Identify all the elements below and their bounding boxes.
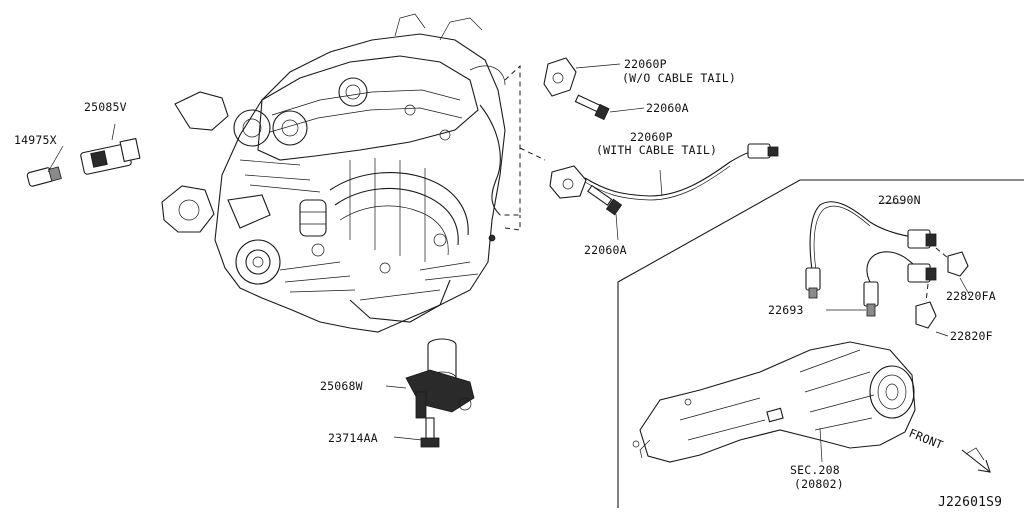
- leader-dash-top: [500, 64, 521, 216]
- bolt-23714aa: [393, 417, 440, 448]
- leader-dash-mid: [519, 147, 546, 161]
- cam-sensor-22060p-top: [543, 57, 621, 97]
- label-25068w: 25068W: [320, 379, 363, 393]
- label-23714aa: 23714AA: [328, 431, 378, 445]
- o2-sensor-22693: [826, 251, 937, 317]
- detail-frame: [617, 179, 1024, 508]
- part-14975x: [26, 145, 64, 187]
- cam-sensor-22060p-mid: [549, 143, 779, 201]
- label-22693: 22693: [768, 303, 804, 317]
- leader-dash-low: [504, 215, 521, 231]
- label-with-cable-tail: (WITH CABLE TAIL): [596, 143, 717, 157]
- label-22820f: 22820F: [950, 329, 993, 343]
- diagram-id: J22601S9: [938, 495, 1002, 510]
- label-14975x: 14975X: [14, 133, 57, 147]
- clip-22820f: [915, 283, 949, 337]
- clip-22820fa: [935, 247, 971, 297]
- label-22060a-top: 22060A: [646, 101, 689, 115]
- sensor-25085v: [80, 123, 141, 175]
- sensor-25068w: [385, 338, 475, 419]
- o2-sensor-22690n: [805, 201, 937, 299]
- label-22060a-bottom: 22060A: [584, 243, 627, 257]
- label-sec-208: SEC.208: [790, 463, 840, 477]
- label-22690n: 22690N: [878, 193, 921, 207]
- label-front: FRONT: [907, 426, 945, 452]
- engine-assembly: [161, 13, 506, 333]
- bolt-22060a-bottom: [587, 184, 623, 241]
- label-22060p-top: 22060P: [624, 57, 667, 71]
- label-25085v: 25085V: [84, 100, 127, 114]
- front-arrow: [961, 447, 991, 473]
- label-22820fa: 22820FA: [946, 289, 996, 303]
- label-sec-20802: (20802): [794, 477, 844, 491]
- bolt-22060a-top: [574, 94, 645, 121]
- label-wo-cable-tail: (W/O CABLE TAIL): [622, 71, 736, 85]
- label-22060p-mid: 22060P: [630, 130, 673, 144]
- catalytic-converter: [632, 341, 916, 463]
